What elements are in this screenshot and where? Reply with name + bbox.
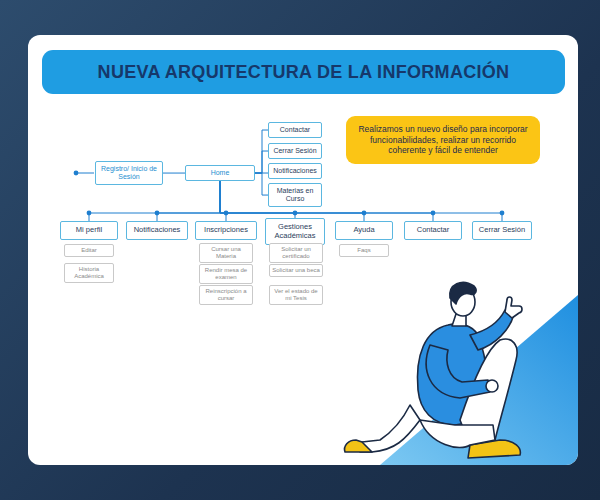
entry-dot <box>74 171 79 176</box>
node-label: Ayuda <box>339 226 389 235</box>
tree-connector <box>220 181 226 221</box>
left-arm <box>426 345 490 398</box>
subitem-box: Editar <box>64 244 114 257</box>
node-label: Inscripciones <box>199 226 253 235</box>
node-label: Faqs <box>342 247 386 254</box>
node-label: Ver el estado de mi Tesis <box>272 288 320 302</box>
tree-connector <box>220 181 502 221</box>
node-label: Solicitar una beca <box>272 267 320 274</box>
subitem-box: Faqs <box>339 244 389 257</box>
subitem-box: Historia Académica <box>64 263 114 283</box>
node-label: Reinscripción a cursar <box>202 288 250 302</box>
node-label: Rendir mesa de examen <box>202 267 250 281</box>
subitem-box: Solicitar una beca <box>269 264 323 277</box>
subitem-box: Rendir mesa de examen <box>199 264 253 284</box>
section-box: Cerrar Sesión <box>472 221 532 240</box>
node-label: Historia Académica <box>67 266 111 280</box>
node-label: Realizamos un nuevo diseño para incorpor… <box>356 124 530 156</box>
subitem-box: Ver el estado de mi Tesis <box>269 285 323 305</box>
menu-box: Contactar <box>268 122 322 138</box>
node-label: Notificaciones <box>130 226 184 235</box>
tree-connector <box>255 130 268 173</box>
subitem-box: Reinscripción a cursar <box>199 285 253 305</box>
blue-triangle <box>380 295 578 465</box>
node-label: Registro/ Inicio de Sesión <box>99 165 159 181</box>
home-box: Home <box>185 165 255 181</box>
node-label: Gestiones Académicas <box>269 223 321 240</box>
section-box: Mi perfil <box>60 221 118 240</box>
subitem-box: Cursar una Materia <box>199 243 253 263</box>
left-hand <box>486 380 498 392</box>
node-label: Contactar <box>272 126 318 134</box>
node-label: Home <box>189 169 251 177</box>
tree-connector <box>255 151 268 173</box>
menu-box: Cerrar Sesión <box>268 143 322 159</box>
back-leg <box>360 405 420 452</box>
node-label: Contactar <box>408 226 458 235</box>
hip <box>420 420 495 448</box>
tree-connector <box>220 181 364 221</box>
node-label: Cerrar Sesión <box>272 147 318 155</box>
tree-connector <box>163 173 185 174</box>
menu-box: Notificaciones <box>268 163 322 179</box>
illustration <box>345 282 578 465</box>
section-box: Ayuda <box>335 221 393 240</box>
login-box: Registro/ Inicio de Sesión <box>95 161 163 185</box>
subitem-box: Solicitar un certificado <box>269 243 323 263</box>
node-label: Cerrar Sesión <box>476 226 528 235</box>
section-box: Contactar <box>404 221 462 240</box>
tree-connector <box>157 181 220 221</box>
menu-box: Materias en Curso <box>268 183 322 207</box>
back-shoe <box>345 440 372 452</box>
entry-line <box>76 173 94 174</box>
right-arm <box>470 310 514 350</box>
node-label: Materias en Curso <box>272 187 318 203</box>
node-label: Notificaciones <box>272 167 318 175</box>
tree-connector <box>255 173 268 195</box>
section-box: Inscripciones <box>195 221 257 240</box>
man-figure <box>345 282 522 458</box>
hair <box>450 282 476 304</box>
title-banner: NUEVA ARQUITECTURA DE LA INFORMACIÓN <box>42 50 565 94</box>
callout-note: Realizamos un nuevo diseño para incorpor… <box>346 116 540 164</box>
node-label: Mi perfil <box>64 226 114 235</box>
tree-connector <box>89 181 220 221</box>
card-panel <box>28 35 578 465</box>
thumb-hand <box>505 297 522 318</box>
node-label: Cursar una Materia <box>202 246 250 260</box>
section-box: Notificaciones <box>126 221 188 240</box>
tree-connector <box>220 181 433 221</box>
node-label: Editar <box>67 247 111 254</box>
title-text: NUEVA ARQUITECTURA DE LA INFORMACIÓN <box>98 62 510 83</box>
section-box: Gestiones Académicas <box>265 218 325 245</box>
node-label: Solicitar un certificado <box>272 246 320 260</box>
